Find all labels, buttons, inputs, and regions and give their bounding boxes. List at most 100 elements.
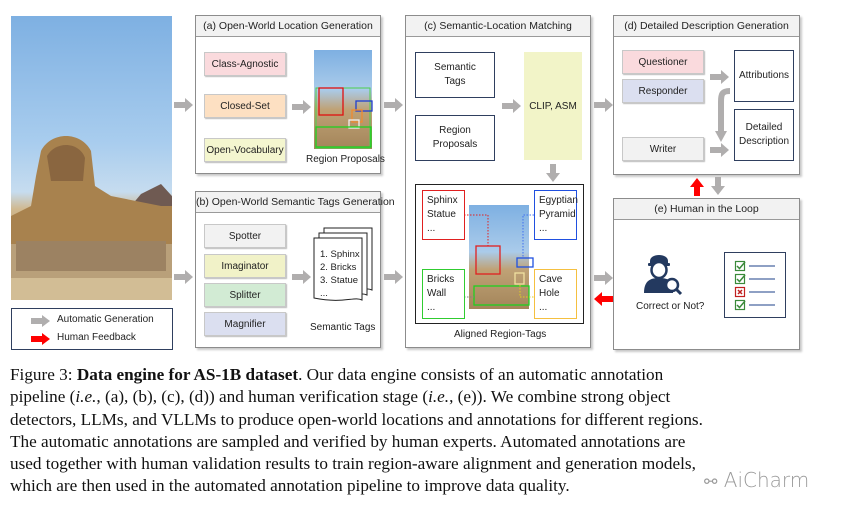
- output-label: Detailed: [745, 122, 783, 133]
- arrow-b-to-c: [384, 270, 403, 284]
- role-responder: Responder: [622, 79, 704, 103]
- input-label: Tags: [444, 76, 466, 87]
- tag-bricks-wall: Bricks Wall ...: [422, 269, 465, 319]
- arrow-a-to-c: [384, 98, 403, 112]
- aligned-region-tags-frame: Sphinx Statue ... Egyptian Pyramid ... B…: [415, 184, 584, 324]
- panel-open-world-semantic-tags-generation: (b) Open-World Semantic Tags Generation …: [195, 191, 395, 348]
- tag-text: Egyptian: [539, 195, 578, 206]
- alignment-connectors: [464, 214, 534, 306]
- panel-b-title: (b) Open-World Semantic Tags Generation: [196, 192, 395, 213]
- tag-text: Bricks: [427, 274, 455, 285]
- aligned-region-tags-label: Aligned Region-Tags: [454, 329, 547, 340]
- tag-text: Cave: [539, 274, 563, 285]
- watermark-text: AiCharm: [723, 468, 810, 492]
- sphinx-illustration: [11, 136, 172, 300]
- matcher-clip-asm: CLIP, ASM: [524, 52, 582, 160]
- output-label: Attributions: [738, 70, 790, 81]
- arrow-a-internal: [292, 100, 311, 114]
- panel-e-title: (e) Human in the Loop: [614, 199, 799, 220]
- method-imaginator: Imaginator: [204, 254, 286, 278]
- checklist: [724, 252, 786, 318]
- input-semantic-tags: Semantic Tags: [415, 52, 495, 98]
- caption-line: detectors, LLMs, and VLLMs to produce op…: [10, 409, 703, 429]
- arrow-attributions-to-writer: [715, 88, 731, 142]
- arrow-matcher-down: [546, 164, 560, 182]
- tag-text: Hole: [539, 288, 560, 299]
- check-icon: [734, 260, 775, 272]
- caption-line: used together with human validation resu…: [10, 454, 696, 474]
- caption-text: . Our data engine consists of an automat…: [298, 365, 664, 384]
- method-spotter: Spotter: [204, 224, 286, 248]
- document-stack-icon: [313, 227, 373, 301]
- arrow-roles-to-attributions: [710, 70, 729, 84]
- arrow-c-to-e: [594, 271, 613, 285]
- checklist-row: [734, 273, 779, 285]
- method-closed-set: Closed-Set: [204, 94, 286, 118]
- arrow-c-to-matcher: [502, 99, 521, 113]
- tag-cave-hole: Cave Hole ...: [534, 269, 577, 319]
- semantic-tags-list: 1. Sphinx 2. Bricks 3. Statue ...: [320, 248, 360, 300]
- caption-text: , (e)). We combine strong object: [449, 387, 671, 407]
- tag-text: Statue: [427, 209, 456, 220]
- tag-sphinx-statue: Sphinx Statue ...: [422, 190, 465, 240]
- figure-caption: Figure 3: Data engine for AS-1B dataset.…: [10, 364, 810, 498]
- tag-line: 1. Sphinx: [320, 249, 360, 260]
- arrow-writer-to-description: [710, 143, 729, 157]
- tag-line: ...: [320, 288, 328, 299]
- tag-line: 2. Bricks: [320, 262, 357, 273]
- wechat-icon: ⚯: [704, 472, 718, 491]
- panel-human-in-the-loop: (e) Human in the Loop Correct or Not?: [613, 198, 800, 350]
- caption-text: pipeline (: [10, 387, 76, 407]
- region-proposals-image: [314, 50, 373, 149]
- human-inspector-icon: [644, 255, 683, 296]
- legend: Automatic Generation Human Feedback: [11, 308, 173, 350]
- panel-detailed-description-generation: (d) Detailed Description Generation Ques…: [613, 15, 800, 175]
- tag-line: 3. Statue: [320, 275, 359, 286]
- tag-text: ...: [427, 302, 436, 313]
- gray-arrow-icon: [31, 315, 50, 327]
- caption-text: , (a), (b), (c), (d)) and human verifica…: [96, 387, 429, 407]
- watermark: ⚯ AiCharm: [704, 468, 809, 492]
- tag-text: ...: [539, 302, 548, 313]
- caption-line: Figure 3: Data engine for AS-1B dataset.…: [10, 364, 810, 386]
- tag-text: ...: [427, 223, 436, 234]
- input-label: Semantic: [434, 62, 476, 73]
- cross-icon: [734, 286, 775, 298]
- check-icon: [734, 273, 775, 285]
- aligned-image: [469, 205, 529, 309]
- caption-title: Data engine for AS-1B dataset: [76, 365, 299, 384]
- method-class-agnostic: Class-Agnostic: [204, 52, 286, 76]
- method-open-vocabulary: Open-Vocabulary: [204, 138, 286, 162]
- panel-semantic-location-matching: (c) Semantic-Location Matching Semantic …: [405, 15, 591, 348]
- method-magnifier: Magnifier: [204, 312, 286, 336]
- panel-c-title: (c) Semantic-Location Matching: [406, 16, 590, 37]
- caption-prefix: Figure 3:: [10, 365, 77, 384]
- caption-line: pipeline (i.e., (a), (b), (c), (d)) and …: [10, 386, 810, 408]
- legend-label-automatic: Automatic Generation: [57, 314, 154, 325]
- output-attributions: Attributions: [734, 50, 794, 102]
- arrow-image-to-a: [174, 98, 193, 112]
- tag-egyptian-pyramid: Egyptian Pyramid ...: [534, 190, 578, 240]
- checklist-row: [734, 299, 779, 311]
- tag-text: Sphinx: [427, 195, 458, 206]
- tag-text: ...: [539, 223, 548, 234]
- output-detailed-description: Detailed Description: [734, 109, 794, 161]
- arrow-b-internal: [292, 270, 311, 284]
- red-arrow-icon: [31, 333, 50, 345]
- caption-italic: i.e.: [428, 387, 450, 407]
- region-proposals-label: Region Proposals: [306, 154, 385, 165]
- panel-a-title: (a) Open-World Location Generation: [196, 16, 380, 37]
- input-label: Region: [439, 125, 471, 136]
- correct-or-not-label: Correct or Not?: [636, 301, 705, 312]
- panel-open-world-location-generation: (a) Open-World Location Generation Class…: [195, 15, 385, 174]
- checklist-row: [734, 286, 779, 298]
- caption-italic: i.e.: [75, 387, 97, 407]
- tag-text: Wall: [427, 288, 447, 299]
- input-region-proposals: Region Proposals: [415, 115, 495, 161]
- legend-label-human: Human Feedback: [57, 332, 136, 343]
- role-questioner: Questioner: [622, 50, 704, 74]
- arrow-feedback-e-to-d: [690, 178, 704, 196]
- arrow-c-to-d: [594, 98, 613, 112]
- checklist-row: [734, 260, 779, 272]
- semantic-tags-label: Semantic Tags: [310, 322, 376, 333]
